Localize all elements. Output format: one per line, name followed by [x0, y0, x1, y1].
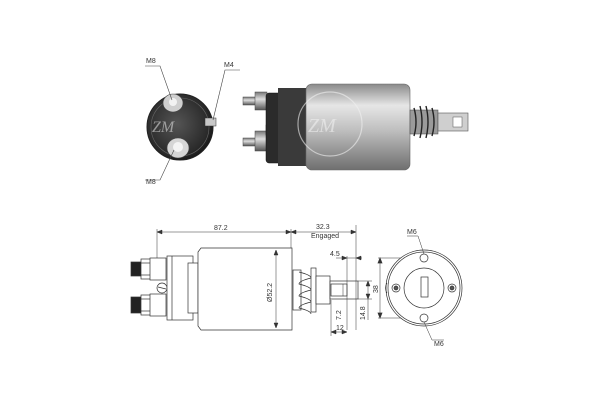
dim-engaged-note: Engaged	[311, 233, 339, 240]
dim-tab-height: 14.8	[360, 306, 367, 320]
dim-overall-length: 87.2	[214, 225, 228, 232]
dim-body-diameter: Ø52.2	[267, 283, 274, 302]
label-m8-bottom: M8	[146, 179, 156, 186]
dim-tab-length: 12	[336, 325, 344, 332]
dim-hook-offset: 4.5	[330, 251, 340, 258]
dim-slot-width: 7.2	[336, 310, 343, 320]
photo-side-view: ZM	[242, 83, 469, 171]
svg-text:ZM: ZM	[308, 115, 337, 137]
label-m8-top: M8	[146, 58, 156, 65]
photo-end-view: ZM	[145, 65, 240, 181]
label-m6-bottom: M6	[434, 341, 444, 348]
dim-mount-spacing: 38	[373, 285, 380, 293]
label-m6-top: M6	[407, 229, 417, 236]
drawing-side-view	[130, 247, 359, 331]
dimension-lines	[156, 225, 372, 336]
dim-plunger-travel: 32.3	[316, 224, 330, 231]
svg-text:ZM: ZM	[152, 119, 176, 136]
drawing-flange-view	[377, 235, 463, 341]
label-m4: M4	[224, 62, 234, 69]
